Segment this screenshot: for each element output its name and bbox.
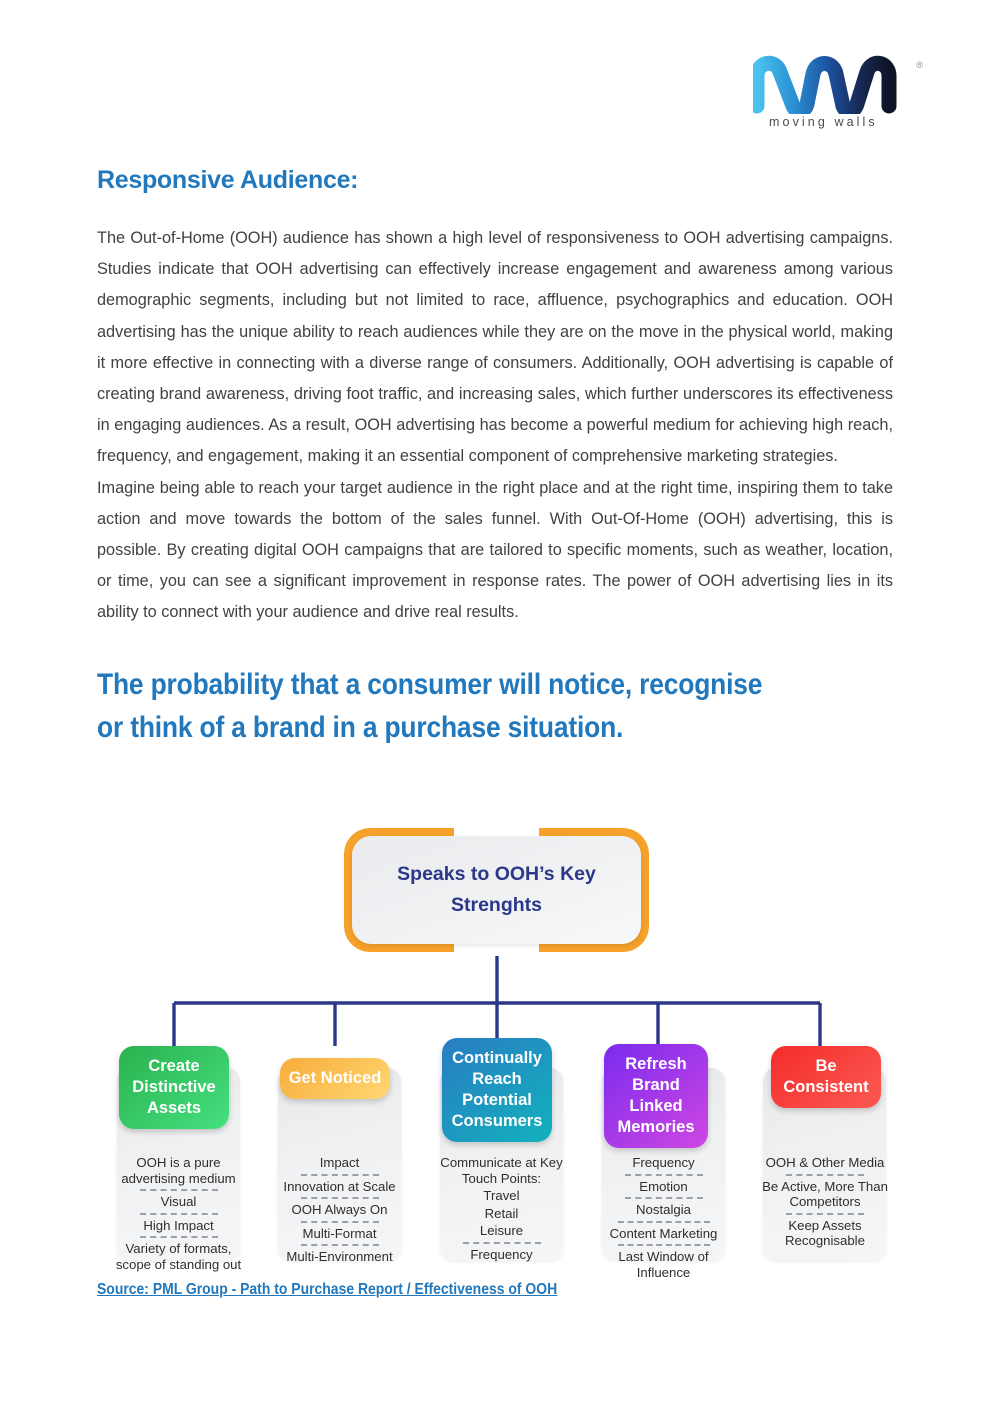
diagram-connectors — [172, 956, 822, 1046]
branch-header-5[interactable]: Be Consistent — [771, 1046, 881, 1108]
list-item: Content Marketing — [609, 1225, 718, 1241]
branch-item-list-1: OOH is a pure advertising medium Visual … — [113, 1154, 244, 1274]
list-item: Visual — [160, 1194, 197, 1210]
paragraph-2: Imagine being able to reach your target … — [97, 478, 893, 622]
list-item: Frequency — [470, 1246, 533, 1262]
article-content: Responsive Audience: The Out-of-Home (OO… — [97, 0, 893, 749]
logo-wordmark: moving walls — [769, 115, 878, 129]
item-divider — [139, 1236, 218, 1239]
registered-mark-icon: ® — [916, 60, 923, 70]
list-item: Travel — [483, 1188, 520, 1204]
branch-header-3[interactable]: Continually Reach Potential Consumers — [442, 1038, 552, 1142]
branch-header-2[interactable]: Get Noticed — [280, 1058, 390, 1099]
list-item: Emotion — [639, 1178, 688, 1194]
list-item: OOH Always On — [291, 1202, 388, 1218]
list-item: Frequency — [632, 1155, 695, 1170]
item-divider — [617, 1244, 710, 1247]
list-item: Nostalgia — [636, 1202, 691, 1218]
list-item: Multi-Format — [302, 1225, 377, 1241]
figure-heading: The probability that a consumer will not… — [97, 629, 797, 749]
diagram-root-node: Speaks to OOH’s Key Strenghts — [344, 828, 649, 952]
item-divider — [139, 1189, 218, 1192]
list-item: Variety of formats, scope of standing ou… — [115, 1241, 242, 1272]
list-item: Impact — [319, 1155, 360, 1170]
list-item: Retail — [484, 1205, 519, 1221]
branch-header-1[interactable]: Create Distinctive Assets — [119, 1046, 229, 1129]
page-title: Responsive Audience: — [97, 166, 359, 194]
item-divider — [300, 1220, 379, 1223]
list-item: High Impact — [143, 1217, 214, 1233]
root-border-bottom — [344, 828, 649, 952]
figure-heading-line-1: The probability that a consumer will not… — [97, 667, 763, 701]
item-divider — [139, 1212, 218, 1215]
list-item: Keep Assets Recognisable — [785, 1217, 865, 1249]
list-item: Multi-Environment — [286, 1249, 393, 1265]
item-divider — [617, 1220, 710, 1223]
list-item: Leisure — [479, 1223, 524, 1239]
figure-heading-line-2: or think of a brand in a purchase situat… — [97, 710, 624, 744]
source-link[interactable]: Source: PML Group - Path to Purchase Rep… — [97, 1281, 558, 1298]
item-divider — [300, 1244, 379, 1247]
moving-walls-wave-icon — [753, 55, 897, 114]
list-item: OOH is a pure advertising medium — [121, 1155, 236, 1186]
branch-backing-card — [278, 1068, 401, 1260]
root-node-label: Speaks to OOH’s Key Strenghts — [397, 863, 596, 916]
item-divider — [300, 1197, 379, 1200]
item-divider — [786, 1173, 864, 1176]
list-item: Communicate at Key Touch Points: — [440, 1155, 563, 1186]
root-node-surface: Speaks to OOH’s Key Strenghts — [352, 836, 641, 944]
item-divider — [624, 1173, 703, 1176]
branch-item-list-4: Frequency Emotion Nostalgia Content Mark… — [598, 1154, 729, 1282]
paragraph-1: The Out-of-Home (OOH) audience has shown… — [97, 229, 893, 466]
branch-item-list-5: OOH & Other Media Be Active, More Than C… — [755, 1154, 895, 1250]
branch-header-4[interactable]: Refresh Brand Linked Memories — [604, 1044, 708, 1148]
branch-item-list-3: Communicate at Key Touch Points: Travel … — [436, 1154, 567, 1264]
item-divider — [786, 1212, 864, 1215]
list-item: Last Window of Influence — [618, 1249, 709, 1280]
ooh-strengths-diagram: Speaks to OOH’s Key Strenghts Create Dis… — [0, 818, 993, 1280]
branch-item-list-2: Impact Innovation at Scale OOH Always On… — [274, 1154, 405, 1266]
brand-logo: ® moving walls — [753, 52, 923, 130]
item-divider — [300, 1173, 379, 1176]
list-item: Be Active, More Than Competitors — [762, 1178, 888, 1210]
item-divider — [462, 1241, 541, 1244]
list-item: OOH & Other Media — [765, 1155, 885, 1170]
list-item: Innovation at Scale — [283, 1178, 396, 1194]
item-divider — [624, 1197, 703, 1200]
